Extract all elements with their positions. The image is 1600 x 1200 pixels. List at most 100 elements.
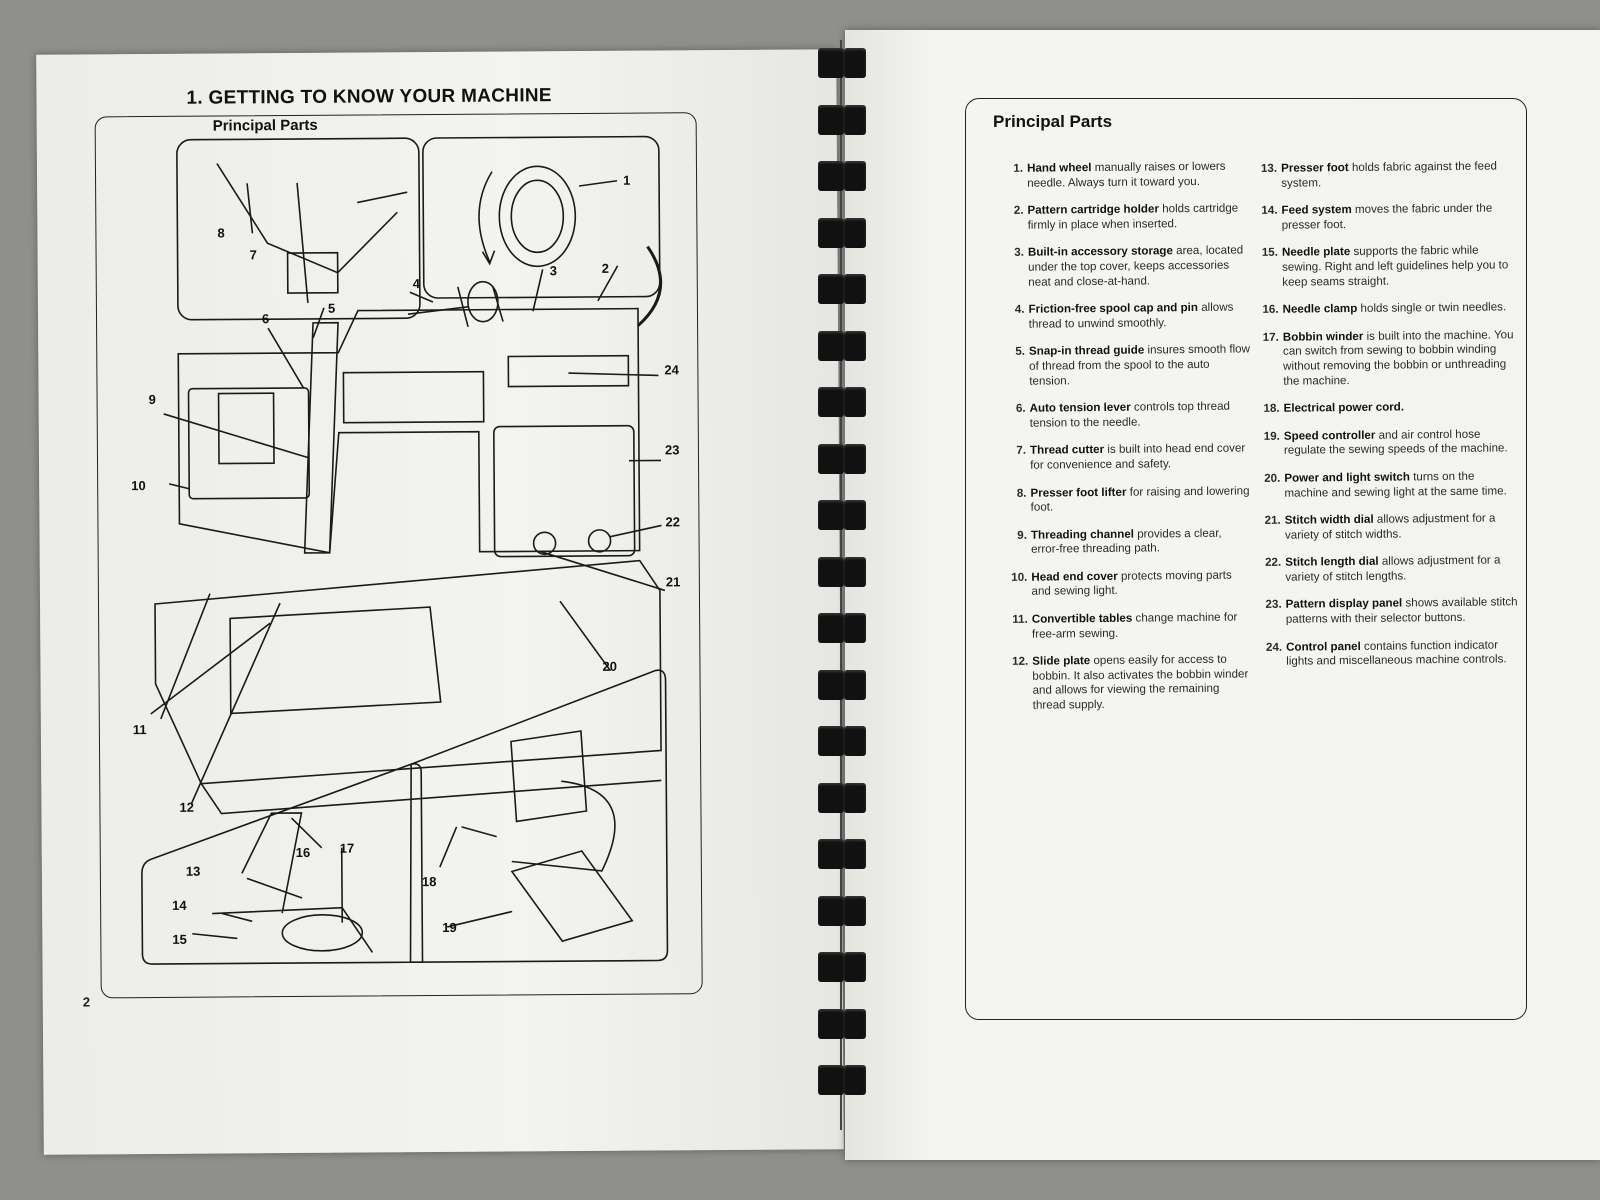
binding-coil [808,387,878,417]
part-number: 18. [1263,401,1280,416]
part-name: Needle plate [1281,245,1351,260]
callout-5: 5 [328,301,335,316]
part-name: Head end cover [1031,569,1118,584]
part-item: 4.Friction-free spool cap and pin allows… [1002,301,1250,333]
part-text: Snap-in thread guide insures smooth flow… [1029,343,1251,389]
callout-7: 7 [250,247,257,262]
part-item: 23.Pattern display panel shows available… [1260,596,1518,628]
part-number: 1. [1013,161,1024,175]
part-item: 9. Threading channel provides a clear, er… [1005,526,1253,558]
part-text: Needle clamp holds single or twin needle… [1282,300,1514,317]
part-number: 15. [1261,246,1279,260]
part-name: Stitch length dial [1285,555,1379,569]
part-item: 24.Control panel contains function indic… [1260,638,1518,670]
part-name: Convertible tables [1031,611,1133,626]
part-number: 9. [1017,528,1027,542]
inset-hand-wheel [422,135,661,299]
callout-1: 1 [623,173,630,188]
part-number: 11. [1012,612,1028,626]
binding-coil [808,726,878,756]
part-text: Stitch length dial allows adjustment for… [1285,554,1517,586]
part-number: 10. [1011,570,1028,584]
part-text: Needle plate supports the fabric while s… [1282,244,1514,290]
part-number: 24. [1265,640,1283,654]
part-number: 19. [1263,429,1280,443]
callout-6: 6 [262,311,269,326]
binding-coil [808,952,878,982]
part-text: Pattern cartridge holder holds cartridge… [1027,202,1249,234]
part-item: 21. Stitch width dial allows adjustment f… [1259,511,1517,543]
binding-coil [808,1008,878,1039]
part-number: 13. [1260,161,1278,175]
part-text: Auto tension lever controls top thread t… [1030,400,1252,432]
callout-20: 20 [602,659,617,674]
part-item: 11.Convertible tables change machine for… [1006,610,1254,642]
page-number: 2 [82,994,91,1010]
binding-coil [808,330,878,361]
part-item: 10.Head end cover protects moving parts … [1005,568,1253,600]
part-item: 15.Needle plate supports the fabric whil… [1256,244,1514,290]
part-number: 8. [1016,486,1027,500]
parts-list-frame [965,98,1527,1020]
part-item: 1.Hand wheel manually raises or lowers n… [1001,159,1249,191]
part-text: Feed system moves the fabric under the p… [1281,201,1513,233]
part-number: 7. [1016,444,1027,458]
part-text: Thread cutter is built into head end cov… [1030,442,1252,474]
part-item: 20.Power and light switch turns on the m… [1258,469,1516,501]
callout-13: 13 [186,864,201,879]
part-item: 14.Feed system moves the fabric under th… [1255,201,1513,233]
part-number: 16. [1262,302,1279,317]
part-item: 5.Snap-in thread guide insures smooth fl… [1003,343,1251,389]
part-name: Power and light switch [1284,470,1410,485]
part-name: Threading channel [1030,527,1135,542]
callout-12: 12 [179,800,194,815]
part-number: 4. [1014,302,1025,317]
binding-coil [808,500,878,530]
sewing-machine-illustration: 1 2 3 4 5 6 7 8 9 10 11 12 13 14 15 16 1… [131,135,680,965]
binding-coil [808,556,878,587]
part-text: Control panel contains function indicato… [1286,638,1518,670]
binding-coil [808,161,878,191]
part-name: Presser foot lifter [1030,485,1127,500]
part-text: Presser foot lifter for raising and lowe… [1030,484,1252,516]
right-page: Principal Parts 1.Hand wheel manually ra… [845,30,1600,1160]
part-name: Auto tension lever [1029,400,1131,415]
part-item: 12.Slide plate opens easily for access t… [1006,653,1255,714]
part-name: Feed system [1281,203,1352,217]
callout-8: 8 [217,225,224,240]
left-page: 1. GETTING TO KNOW YOUR MACHINE Principa… [36,49,844,1155]
part-number: 6. [1015,401,1026,415]
binding-coil [808,782,878,813]
callout-10: 10 [131,478,146,493]
callout-22: 22 [665,514,680,529]
callout-3: 3 [550,263,557,278]
part-name: Electrical power cord. [1283,400,1405,415]
part-number: 21. [1264,513,1281,528]
part-name: Snap-in thread guide [1028,343,1145,359]
part-item: 7.Thread cutter is built into head end c… [1004,442,1252,474]
parts-column-right: 13.Presser foot holds fabric against the… [1255,159,1518,670]
binding-coil [808,1065,878,1095]
part-text: Threading channel provides a clear, erro… [1031,526,1253,558]
part-item: 6. Auto tension lever controls top thread… [1004,400,1252,432]
part-item: 22.Stitch length dial allows adjustment … [1259,554,1517,586]
part-text: Friction-free spool cap and pin allows t… [1028,301,1250,333]
binding-coil [808,613,878,643]
binding-coil [808,669,878,700]
binding-coil [808,274,878,304]
part-number: 3. [1014,246,1025,260]
part-name: Pattern display panel [1285,596,1403,612]
part-text: Slide plate opens easily for access to b… [1032,653,1255,714]
part-item: 17.Bobbin winder is built into the machi… [1257,328,1516,389]
parts-list-title: Principal Parts [993,112,1113,131]
part-item: 8.Presser foot lifter for raising and lo… [1004,484,1252,516]
binding-coil [808,104,878,135]
part-text: Stitch width dial allows adjustment for … [1285,511,1517,543]
part-text: Power and light switch turns on the mach… [1284,469,1516,501]
part-item: 18.Electrical power cord. [1258,399,1516,416]
part-name: Control panel [1286,639,1361,654]
part-item: 13.Presser foot holds fabric against the… [1255,159,1513,191]
binding-coil [808,48,878,78]
spiral-binding [808,40,878,1120]
callout-16: 16 [296,845,311,860]
